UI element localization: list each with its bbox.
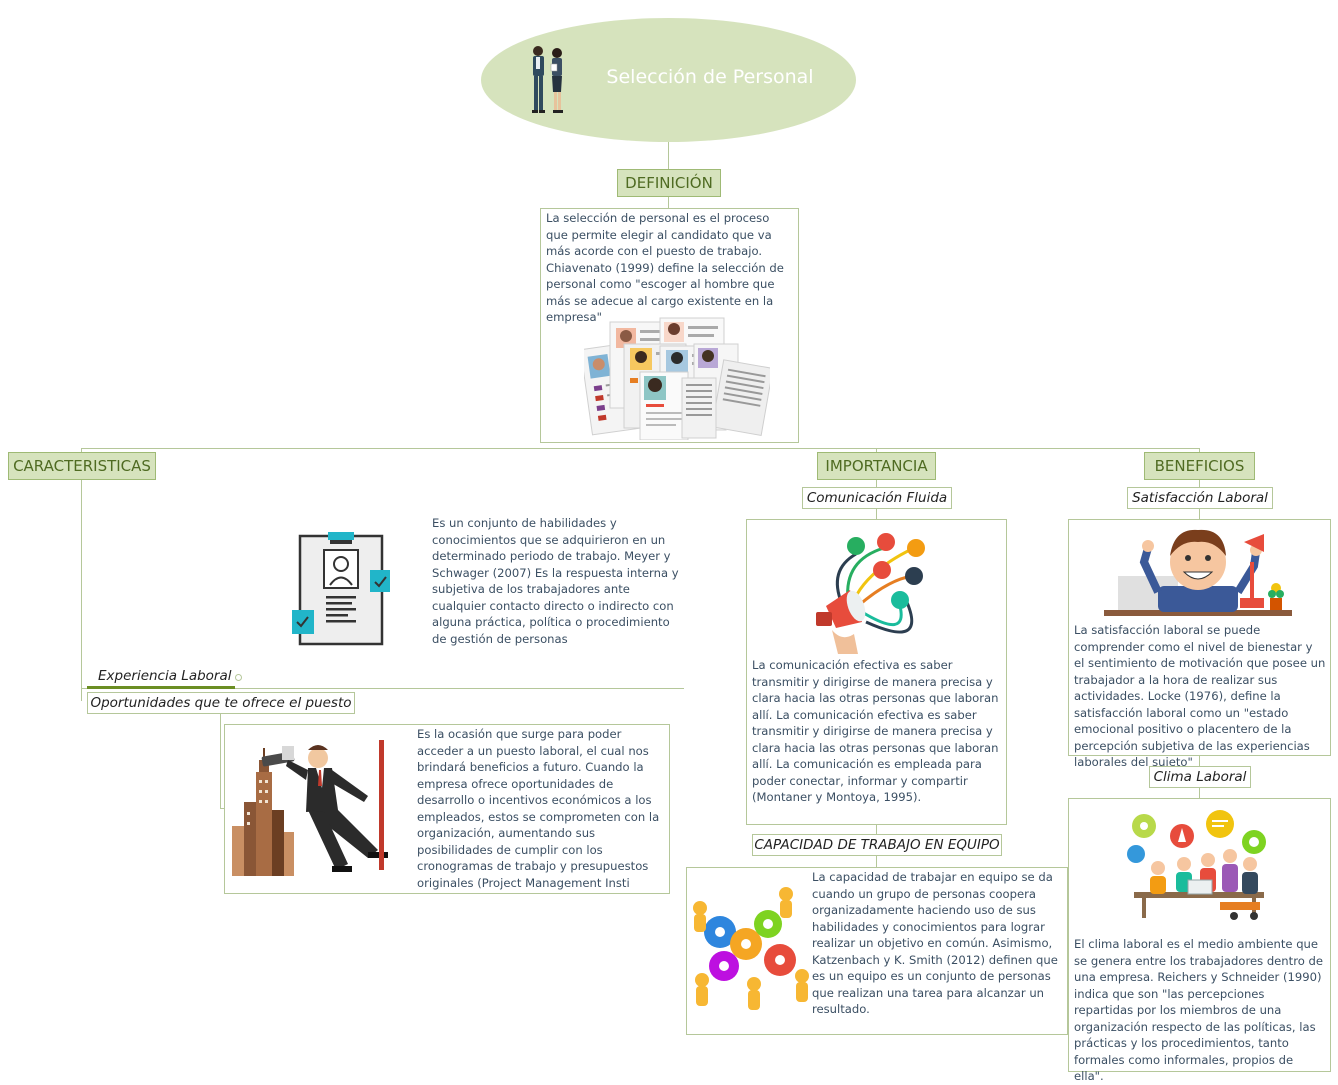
experiencia-collapse-dot[interactable]: [235, 674, 242, 681]
equipo-label[interactable]: CAPACIDAD DE TRABAJO EN EQUIPO: [752, 834, 1002, 856]
root-node[interactable]: [481, 18, 856, 142]
caracteristicas-header[interactable]: CARACTERISTICAS: [8, 452, 156, 480]
comunicacion-label[interactable]: Comunicación Fluida: [802, 487, 952, 509]
resume-documents-icon: [584, 317, 770, 440]
happy-worker-icon: [1104, 529, 1292, 616]
clima-box: [1068, 798, 1331, 1072]
clipboard-profile-icon: [292, 532, 390, 646]
comunicacion-text: La comunicación efectiva es saber transm…: [752, 658, 999, 804]
satisfaccion-label[interactable]: Satisfacción Laboral: [1127, 487, 1273, 509]
clima-label[interactable]: Clima Laboral: [1149, 766, 1251, 788]
oportunidades-label[interactable]: Oportunidades que te ofrece el puesto: [87, 692, 355, 714]
office-team-icon: [1127, 810, 1266, 920]
connector-oportunidades: [220, 713, 221, 808]
business-people-icon: [532, 46, 563, 113]
connector-importancia: [876, 448, 877, 452]
beneficios-header[interactable]: BENEFICIOS: [1144, 452, 1255, 480]
connector-importancia-v1: [876, 476, 877, 488]
importancia-header[interactable]: IMPORTANCIA: [817, 452, 936, 480]
businessman-telescope-icon: [232, 740, 388, 876]
root-title: Selección de Personal: [606, 66, 814, 88]
connector-root-definicion: [668, 142, 669, 169]
equipo-text: La capacidad de trabajar en equipo se da…: [812, 870, 1058, 1016]
definicion-header[interactable]: DEFINICIÓN: [617, 169, 721, 197]
clima-text: El clima laboral es el medio ambiente qu…: [1074, 937, 1323, 1083]
megaphone-network-icon: [816, 533, 925, 654]
connector-definicion-text: [668, 196, 669, 208]
experiencia-text: Es un conjunto de habilidades y conocimi…: [432, 516, 679, 646]
oportunidades-box: [224, 724, 670, 894]
connector-importancia-v4: [876, 856, 877, 867]
connector-importancia-v3: [876, 823, 877, 835]
experiencia-underline: [87, 686, 235, 689]
satisfaccion-text: La satisfacción laboral se puede compren…: [1074, 623, 1326, 769]
oportunidades-text: Es la ocasión que surge para poder acced…: [417, 727, 660, 890]
connector-experiencia: [81, 688, 684, 689]
definicion-text: La selección de personal es el proceso q…: [546, 211, 784, 324]
connector-beneficios-v4: [1199, 787, 1200, 798]
connector-oportunidades-h: [220, 808, 226, 809]
experiencia-label[interactable]: Experiencia Laboral: [98, 668, 232, 684]
connector-main-horizontal: [81, 448, 1200, 449]
teamwork-gears-icon: [693, 887, 809, 1010]
connector-caracteristicas: [81, 448, 82, 452]
connector-importancia-v2: [876, 509, 877, 520]
connector-beneficios: [1199, 448, 1200, 452]
connector-caracteristicas-vertical: [81, 478, 82, 701]
connector-beneficios-v2: [1199, 509, 1200, 520]
connector-beneficios-v1: [1199, 476, 1200, 488]
connector-beneficios-v3: [1199, 754, 1200, 766]
